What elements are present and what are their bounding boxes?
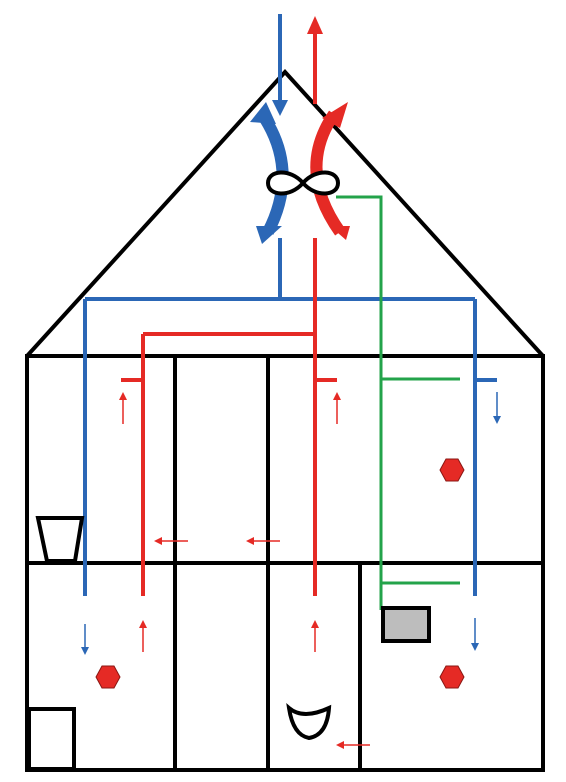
sensor-hexagon-lower-right bbox=[439, 665, 465, 689]
sensor-hexagon-lower-left bbox=[95, 665, 121, 689]
exhaust-curve-head-top bbox=[322, 102, 348, 128]
exhaust-curve-head-bottom bbox=[330, 226, 350, 240]
fan-icon bbox=[265, 170, 341, 196]
lamp-icon bbox=[35, 516, 85, 563]
house-outline bbox=[25, 69, 545, 772]
control-panel bbox=[381, 606, 431, 643]
exhaust-curved-arrow bbox=[310, 110, 345, 236]
supply-intake-arrowhead bbox=[272, 100, 288, 116]
roof-outline bbox=[25, 69, 545, 358]
control-wire bbox=[336, 195, 460, 610]
toilet-icon bbox=[286, 703, 332, 741]
supply-duct bbox=[83, 14, 497, 596]
control-wire-main bbox=[336, 195, 383, 610]
supply-curve-head-bottom bbox=[256, 226, 282, 244]
box-icon bbox=[27, 707, 76, 771]
supply-curve-head-top bbox=[250, 102, 276, 124]
sensor-hexagon-upper-right bbox=[439, 458, 465, 482]
flow-arrows bbox=[81, 392, 501, 749]
exhaust-outlet-arrowhead bbox=[307, 16, 323, 34]
exhaust-duct bbox=[121, 32, 337, 596]
